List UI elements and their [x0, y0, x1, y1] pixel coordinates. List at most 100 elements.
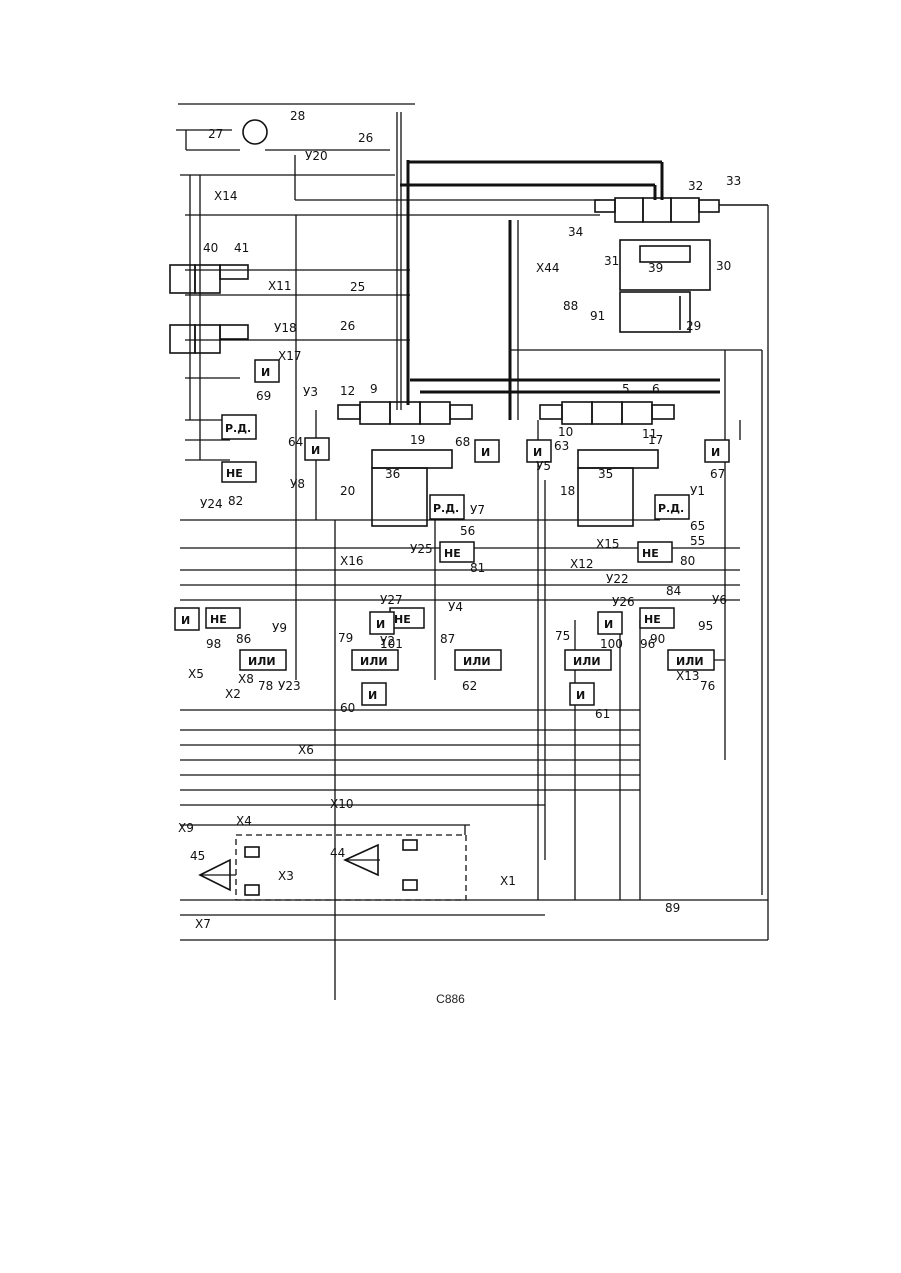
- label-87: 87: [440, 632, 455, 646]
- and-block-64: И: [311, 444, 320, 457]
- and-block-67: И: [711, 446, 720, 459]
- label-33: 33: [726, 174, 741, 188]
- relay-block-56: Р.Д.: [433, 502, 459, 515]
- label-28: 28: [290, 109, 305, 123]
- signal-x14-top: Х14: [214, 189, 238, 203]
- label-36: 36: [385, 467, 400, 481]
- label-35: 35: [598, 467, 613, 481]
- signal-u4: У4: [448, 600, 463, 614]
- not-block-86: НЕ: [210, 613, 227, 626]
- label-96: 96: [640, 637, 655, 651]
- label-100: 100: [600, 637, 623, 651]
- signal-u2: У2: [380, 634, 395, 648]
- signal-x44: Х44: [536, 261, 560, 275]
- label-29: 29: [686, 319, 701, 333]
- not-block-85: НЕ: [394, 613, 411, 626]
- label-61: 61: [595, 707, 610, 721]
- not-block-82: НЕ: [226, 467, 243, 480]
- signal-u1: У1: [690, 484, 705, 498]
- label-64: 64: [288, 435, 303, 449]
- signal-x5: Х5: [188, 667, 204, 681]
- signal-x13: Х13: [676, 669, 700, 683]
- label-91: 91: [590, 309, 605, 323]
- label-20: 20: [340, 484, 355, 498]
- signal-u18: У18: [274, 321, 297, 335]
- signal-x2: Х2: [225, 687, 241, 701]
- or-block-75: ИЛИ: [573, 655, 601, 668]
- signal-x16: Х16: [340, 554, 364, 568]
- label-19: 19: [410, 433, 425, 447]
- relay-block-left: Р.Д.: [225, 422, 251, 435]
- or-block-78: ИЛИ: [248, 655, 276, 668]
- signal-u22: У22: [606, 572, 629, 586]
- label-63: 63: [554, 439, 569, 453]
- figure-caption: С886: [0, 992, 901, 1006]
- and-block-102: И: [181, 614, 190, 627]
- label-86: 86: [236, 632, 251, 646]
- signal-x10: Х10: [330, 797, 354, 811]
- label-44: 44: [330, 846, 345, 860]
- label-6: 6: [652, 382, 660, 396]
- signal-u9: У9: [272, 621, 287, 635]
- logic-blocks: [175, 360, 729, 705]
- signal-labels: У20 Х14 Х11 Х17 У18 У3 У5 У1 У24 У25 У22…: [178, 149, 727, 931]
- signal-x17: Х17: [278, 349, 302, 363]
- label-26: 26: [340, 319, 355, 333]
- signal-u7: У7: [470, 503, 485, 517]
- relay-block-55: Р.Д.: [658, 502, 684, 515]
- label-84: 84: [666, 584, 681, 598]
- label-55: 55: [690, 534, 705, 548]
- label-34: 34: [568, 225, 583, 239]
- signal-x9: Х9: [178, 821, 194, 835]
- label-12: 12: [340, 384, 355, 398]
- not-block-84: НЕ: [644, 613, 661, 626]
- label-18: 18: [560, 484, 575, 498]
- label-65: 65: [690, 519, 705, 533]
- not-block-80: НЕ: [642, 547, 659, 560]
- label-62: 62: [462, 679, 477, 693]
- signal-x4: Х4: [236, 814, 252, 828]
- label-5: 5: [622, 382, 630, 396]
- label-27: 27: [208, 127, 223, 141]
- and-block-100: И: [604, 618, 613, 631]
- signal-u23: У23: [278, 679, 301, 693]
- label-40: 40: [203, 241, 218, 255]
- and-block-61: И: [576, 689, 585, 702]
- signal-x11: Х11: [268, 279, 292, 293]
- label-88: 88: [563, 299, 578, 313]
- signal-x7: Х7: [195, 917, 211, 931]
- label-98: 98: [206, 637, 221, 651]
- label-80: 80: [680, 554, 695, 568]
- label-32: 32: [688, 179, 703, 193]
- signal-x3: Х3: [278, 869, 294, 883]
- label-25: 25: [350, 280, 365, 294]
- signal-u5: У5: [536, 459, 551, 473]
- label-68: 68: [455, 435, 470, 449]
- signal-x6: Х6: [298, 743, 314, 757]
- signal-u8: У8: [290, 477, 305, 491]
- label-26-top: 26: [358, 131, 373, 145]
- signal-u20-top: У20: [305, 149, 328, 163]
- and-block-60: И: [368, 689, 377, 702]
- label-60: 60: [340, 701, 355, 715]
- label-45: 45: [190, 849, 205, 863]
- signal-u6: У6: [712, 593, 727, 607]
- label-79: 79: [338, 631, 353, 645]
- label-95: 95: [698, 619, 713, 633]
- label-10: 10: [558, 425, 573, 439]
- label-75: 75: [555, 629, 570, 643]
- and-block-68: И: [481, 446, 490, 459]
- signal-u27: У27: [380, 593, 403, 607]
- label-76: 76: [700, 679, 715, 693]
- label-31: 31: [604, 254, 619, 268]
- and-block-101: И: [376, 618, 385, 631]
- label-82: 82: [228, 494, 243, 508]
- signal-u3: У3: [303, 385, 318, 399]
- label-9: 9: [370, 382, 378, 396]
- label-81: 81: [470, 561, 485, 575]
- or-block-79: ИЛИ: [360, 655, 388, 668]
- label-67: 67: [710, 467, 725, 481]
- not-block-81: НЕ: [444, 547, 461, 560]
- signal-x15: Х15: [596, 537, 620, 551]
